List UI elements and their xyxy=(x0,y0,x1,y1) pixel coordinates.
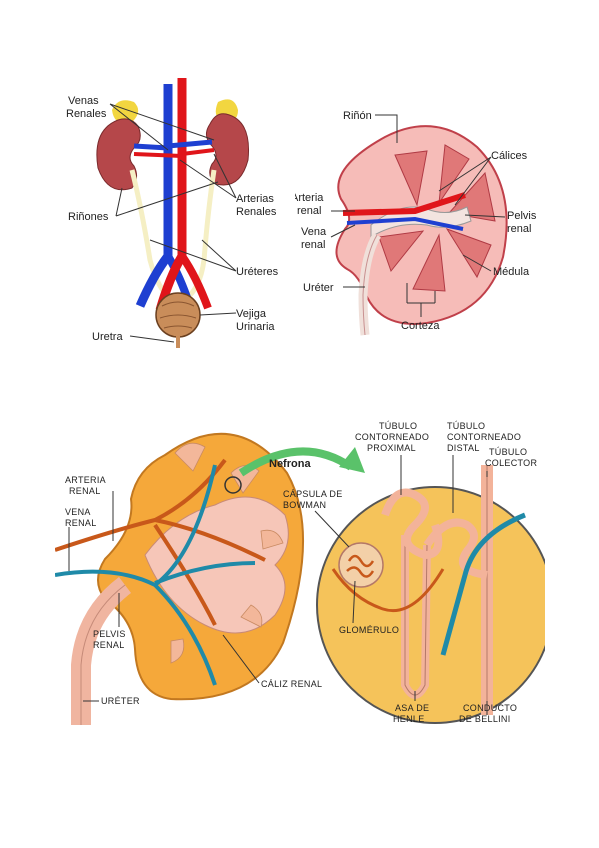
zoom-arrow xyxy=(238,447,354,477)
nephron-vein xyxy=(440,512,526,656)
label-ureter: Uréter xyxy=(303,282,334,294)
label-arteria-renal: Arteriarenal xyxy=(295,192,324,217)
label-caliz-renal: CÁLIZ RENAL xyxy=(261,679,322,689)
renal-artery xyxy=(342,192,466,216)
label-ureter: URÉTER xyxy=(101,696,140,706)
renal-artery-branches xyxy=(55,458,266,626)
label-calices: Cálices xyxy=(491,150,528,162)
right-kidney xyxy=(206,113,250,186)
aorta-right-branch xyxy=(178,253,212,310)
label-uretra: Uretra xyxy=(92,331,123,343)
vena-cava xyxy=(135,84,173,308)
nephron-zoom-marker xyxy=(224,476,242,494)
label-rinon: Riñón xyxy=(343,110,372,122)
bowman-capsule xyxy=(338,542,384,588)
nephron-artery xyxy=(331,568,445,613)
label-glomerulo: GLOMÉRULO xyxy=(339,625,399,635)
label-nefrona: Nefrona xyxy=(269,458,311,470)
label-ureteres: Uréteres xyxy=(236,266,279,278)
proximal-tubule xyxy=(381,488,443,560)
left-adrenal-gland xyxy=(112,100,139,125)
label-rinones: Riñones xyxy=(68,211,109,223)
renal-vein xyxy=(346,216,464,231)
glomerulus xyxy=(346,554,375,578)
label-corteza: Corteza xyxy=(401,320,440,332)
label-medula: Médula xyxy=(493,266,530,278)
renal-vein-branches xyxy=(55,464,256,686)
calyx-fans xyxy=(170,442,284,664)
